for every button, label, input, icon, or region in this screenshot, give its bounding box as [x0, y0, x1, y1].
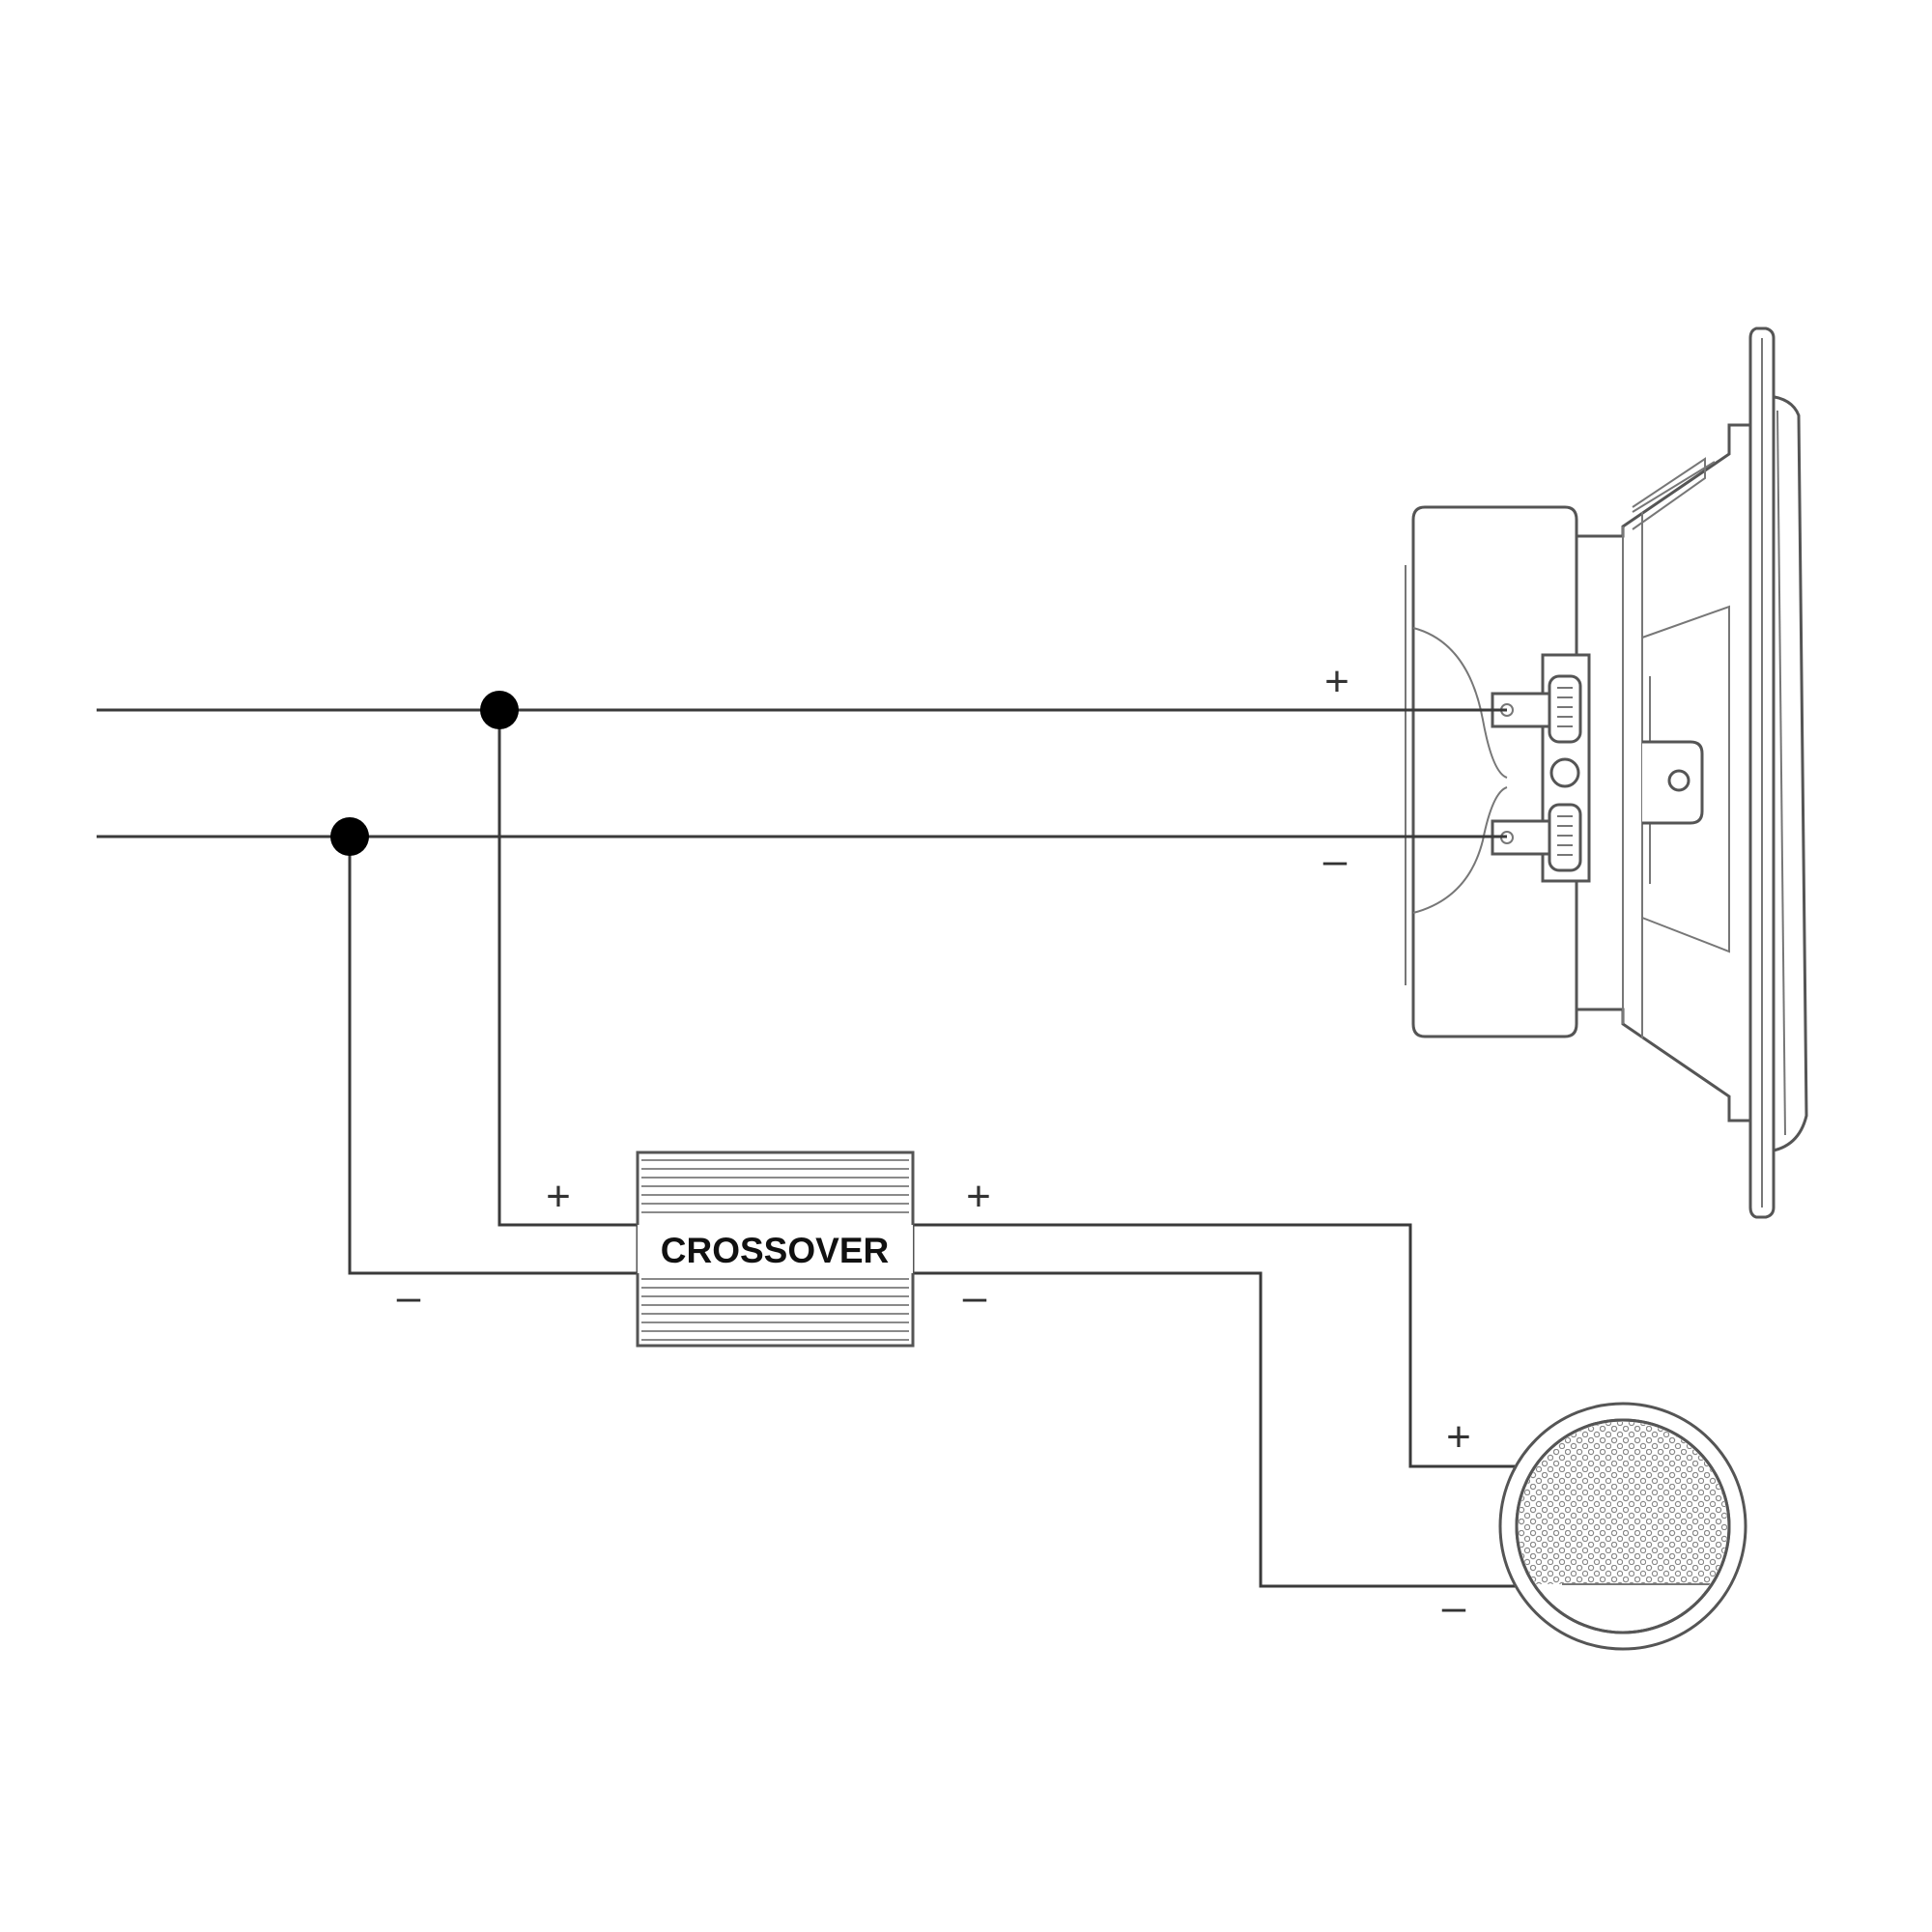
wire-crossover-positive-to-tweeter [913, 1223, 1526, 1468]
wire-crossover-negative-to-tweeter [913, 1271, 1526, 1588]
crossover-input-plus-sign: + [546, 1173, 571, 1220]
crossover-input-minus-sign: – [397, 1273, 421, 1321]
tweeter-minus-sign: – [1442, 1583, 1466, 1631]
woofer-terminal-plus [1491, 692, 1551, 728]
wires [97, 708, 1526, 1588]
tweeter-grille [1519, 1422, 1727, 1631]
crossover-fins-bottom [641, 1278, 909, 1341]
woofer-minus-sign: – [1323, 837, 1348, 884]
crossover-output-plus-sign: + [966, 1173, 991, 1220]
crossover-fins-top [641, 1159, 909, 1213]
tweeter-plus-sign: + [1446, 1413, 1471, 1461]
junction-node-positive [480, 691, 519, 729]
woofer-speaker [1405, 327, 1808, 1219]
woofer-terminal-minus [1491, 819, 1551, 856]
crossover-output-minus-sign: – [963, 1273, 987, 1321]
woofer-magnet [1411, 505, 1578, 1038]
crossover-label: CROSSOVER [661, 1231, 889, 1270]
crossover-box: CROSSOVER [636, 1151, 915, 1348]
woofer-plus-sign: + [1324, 658, 1350, 705]
tweeter-speaker [1498, 1402, 1747, 1651]
junction-node-negative [330, 817, 369, 856]
wire-positive-to-crossover [497, 710, 638, 1227]
wire-negative-to-crossover [348, 837, 638, 1275]
